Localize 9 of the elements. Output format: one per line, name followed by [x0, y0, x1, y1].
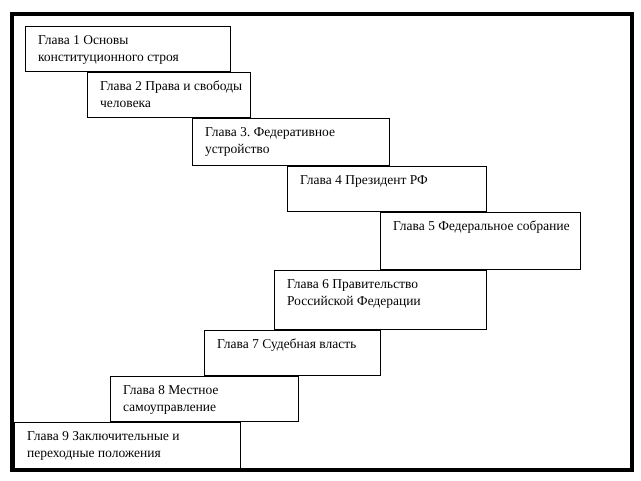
chapter-box: Глава 1 Основы конституционного строя [25, 26, 231, 72]
chapter-box: Глава 4 Президент РФ [287, 166, 487, 212]
chapter-box: Глава 2 Права и свободы человека [87, 72, 251, 118]
chapter-box: Глава 8 Местное самоуправление [110, 376, 299, 422]
chapter-box: Глава 3. Федеративное устройство [192, 118, 390, 166]
chapter-box: Глава 5 Федеральное собрание [380, 212, 581, 270]
chapter-box: Глава 6 Правительство Российской Федерации [274, 270, 487, 330]
chapter-box: Глава 9 Заключительные и переходные положения [14, 422, 241, 469]
chapter-box: Глава 7 Судебная власть [204, 330, 381, 376]
